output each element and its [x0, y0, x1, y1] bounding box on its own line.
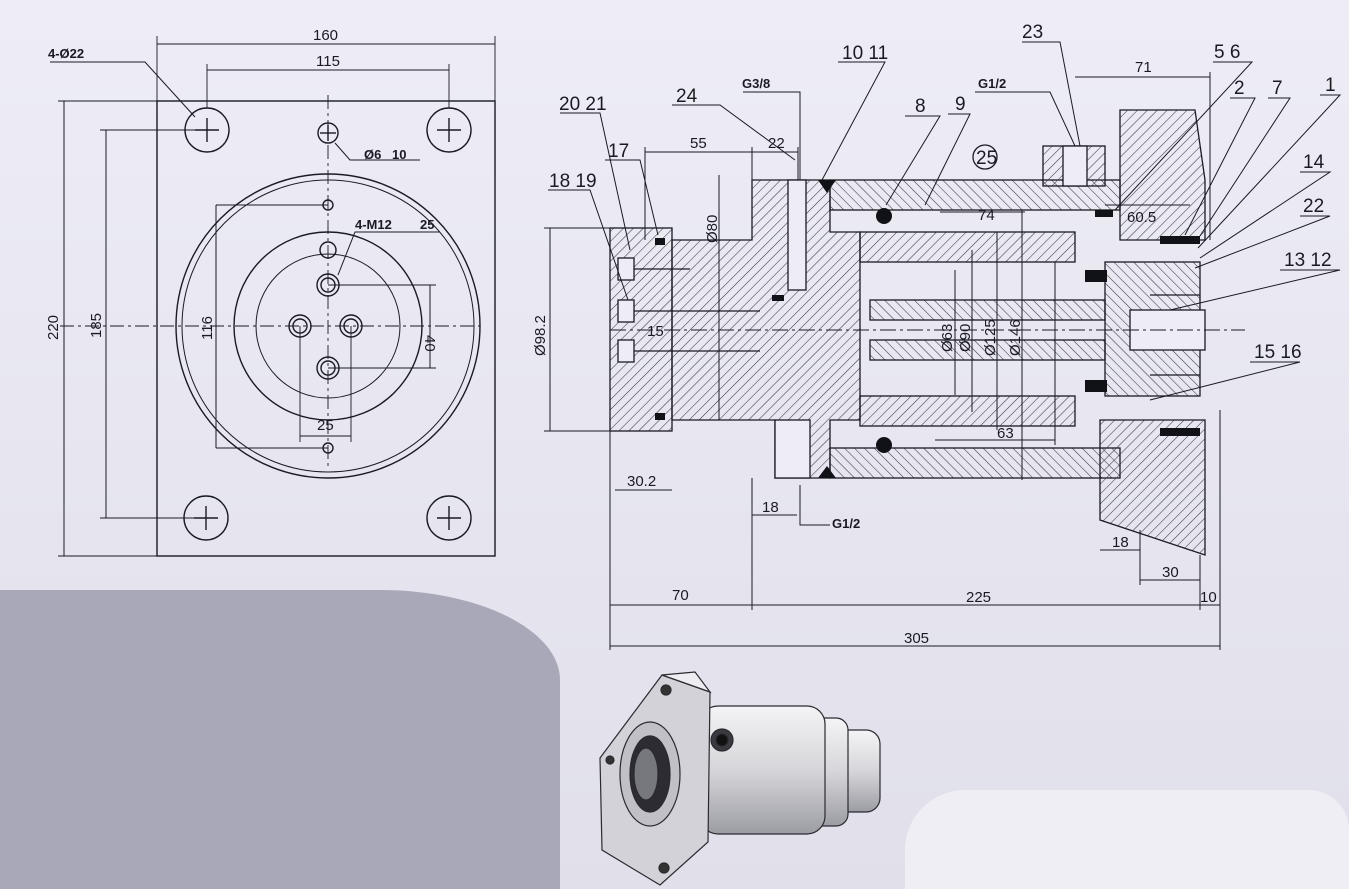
part-10-11: 10 11 — [842, 43, 888, 64]
dim-dia80: Ø80 — [704, 215, 721, 243]
paper-glare — [905, 790, 1349, 889]
part-1: 1 — [1325, 75, 1336, 96]
part-7: 7 — [1272, 78, 1283, 99]
rotary-joint-render — [599, 671, 881, 886]
dim-220: 220 — [45, 315, 62, 340]
part-20-21: 20 21 — [559, 94, 607, 115]
dim-185: 185 — [88, 313, 105, 338]
flange-labels: 160 115 220 185 116 40 25 4-Ø22 Ø6 10 4-… — [45, 27, 438, 434]
dim-10: 10 — [1200, 589, 1217, 606]
port-g1-2-top: G1/2 — [978, 76, 1006, 91]
part-2: 2 — [1234, 78, 1245, 99]
part-13-12: 13 12 — [1284, 250, 1332, 271]
paper-shadow — [0, 590, 560, 889]
part-17: 17 — [608, 141, 629, 162]
part-23: 23 — [1022, 22, 1043, 43]
dim-74: 74 — [978, 207, 995, 224]
dim-160: 160 — [313, 27, 338, 44]
dim-116: 116 — [199, 316, 216, 340]
dim-dia63: Ø63 — [939, 324, 956, 352]
callout-holes: 4-Ø22 — [48, 46, 84, 61]
dim-30-2: 30.2 — [627, 473, 656, 490]
port-g1-2-bottom: G1/2 — [832, 516, 860, 531]
callout-tapped: 4-M12 — [355, 217, 392, 232]
section-dim-lines — [544, 72, 1221, 650]
part-15-16: 15 16 — [1254, 342, 1302, 363]
dim-18-mid: 18 — [762, 499, 779, 516]
hatched-parts — [609, 109, 1206, 556]
dim-dia146: Ø146 — [1007, 319, 1024, 356]
part-24: 24 — [676, 86, 698, 107]
part-9: 9 — [955, 94, 966, 115]
dim-18-right: 18 — [1112, 534, 1129, 551]
section-view — [544, 41, 1342, 650]
dim-63: 63 — [997, 425, 1014, 442]
dim-71: 71 — [1135, 59, 1152, 76]
part-18-19: 18 19 — [549, 171, 597, 192]
dim-40: 40 — [421, 335, 438, 352]
part-14: 14 — [1303, 152, 1325, 173]
dim-dia90: Ø90 — [957, 324, 974, 352]
dim-15: 15 — [647, 323, 664, 340]
dim-70: 70 — [672, 587, 689, 604]
part-25: 25 — [976, 148, 997, 169]
part-5-6: 5 6 — [1214, 42, 1240, 63]
callout-pin-depth: 10 — [392, 147, 406, 162]
callout-tapped-depth: 25 — [420, 217, 434, 232]
dim-225: 225 — [966, 589, 991, 606]
flange-outline — [156, 100, 496, 557]
flange-view — [50, 36, 496, 557]
dim-305: 305 — [904, 630, 929, 647]
port-g3-8: G3/8 — [742, 76, 770, 91]
dim-25: 25 — [317, 417, 334, 434]
dim-22-top: 22 — [768, 135, 785, 152]
dim-55: 55 — [690, 135, 707, 152]
callout-pin-hole: Ø6 — [364, 147, 381, 162]
dim-dia98-2: Ø98.2 — [532, 315, 549, 356]
dim-115: 115 — [316, 53, 340, 70]
section-leaders — [548, 41, 1342, 526]
dim-dia125: Ø125 — [982, 319, 999, 356]
section-labels: 55 22 71 60.5 74 Ø80 Ø98.2 15 Ø63 Ø90 Ø1… — [532, 22, 1336, 647]
dim-30: 30 — [1162, 564, 1179, 581]
dim-60-5: 60.5 — [1127, 209, 1156, 226]
part-22: 22 — [1303, 196, 1324, 217]
part-8: 8 — [915, 96, 926, 117]
seals — [655, 144, 1200, 478]
bolt-holes — [183, 107, 472, 541]
